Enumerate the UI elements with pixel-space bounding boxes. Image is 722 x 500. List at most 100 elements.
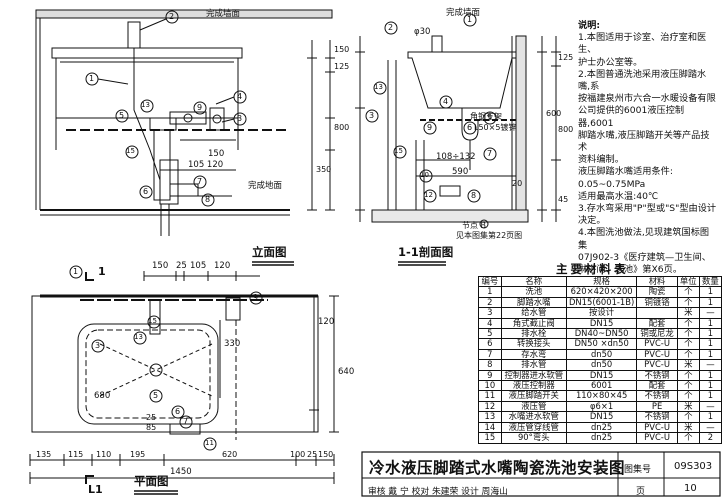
materials-title: 主要材料表 <box>556 262 629 276</box>
note-line: 4.本图洗池做法,见现建筑国标图集 <box>578 227 710 251</box>
materials-cell: 12 <box>478 400 502 413</box>
elevation-callout-15: 15 <box>126 147 135 155</box>
materials-cell: dn25 <box>565 421 638 434</box>
section-callout-5: 5 <box>487 113 493 122</box>
materials-cell: 个 <box>676 317 700 330</box>
atlas-label: 图集号 <box>624 465 652 475</box>
materials-cell: 不锈钢 <box>636 411 678 423</box>
materials-header-cell: 单位 <box>676 275 700 288</box>
plan-view-title: 平面图 <box>134 474 169 488</box>
materials-cell: 3 <box>478 307 502 319</box>
elevation-callout-4: 4 <box>237 92 243 101</box>
elevation-callout-6: 6 <box>143 187 149 196</box>
plan-dim-680: 680 <box>94 391 111 401</box>
materials-cell: 水嘴进水软管 <box>500 411 567 423</box>
materials-cell: 620×420×200 <box>565 286 638 298</box>
section-dim-right-125: 125 <box>558 53 574 62</box>
note-line: 护士办公室等。 <box>578 56 643 68</box>
materials-cell: 个 <box>676 380 700 392</box>
elevation-callout-2: 2 <box>169 12 175 21</box>
materials-cell: 米 <box>676 307 700 319</box>
materials-cell: 5 <box>478 328 502 340</box>
plan-dim-330: 330 <box>224 339 241 349</box>
section-dim-right-800: 800 <box>558 125 574 134</box>
materials-cell: 110×80×45 <box>565 390 638 402</box>
note-line: 0.05~0.75MPa <box>578 178 646 190</box>
plan-bottom-dim-620: 620 <box>222 450 238 459</box>
plan-callout-9: 9 <box>253 293 259 302</box>
plan-bottom-dim-195: 195 <box>130 450 146 459</box>
elevation-view <box>35 9 335 236</box>
atlas-number: 09S303 <box>674 461 713 472</box>
elevation-dim-right-350: 350 <box>316 165 332 174</box>
materials-cell: 1 <box>478 286 502 298</box>
section-dim-590: 590 <box>452 167 469 177</box>
plan-callout-6: 6 <box>175 407 181 416</box>
elevation-callout-3: 3 <box>237 114 243 123</box>
elevation-view-title: 立面图 <box>252 245 287 259</box>
materials-cell: DN15(6001-1B) <box>565 296 638 309</box>
materials-cell: 洗池 <box>500 286 567 298</box>
section-marker-top: 1 <box>98 265 106 278</box>
materials-cell: PVC-U <box>636 359 678 371</box>
materials-header-cell: 材料 <box>636 275 678 288</box>
section-callout-3: 3 <box>369 111 375 120</box>
materials-cell: 1 <box>698 348 722 361</box>
section-callout-8: 8 <box>471 191 477 200</box>
materials-cell: 配套 <box>636 380 678 392</box>
review-line: 审核 戴 宁 校对 朱建荣 设计 周海山 <box>368 487 508 497</box>
section-callout-13: 13 <box>374 83 383 91</box>
section-callout-9: 9 <box>427 123 433 132</box>
materials-cell: 给水管 <box>500 307 567 319</box>
section-dim-20: 20 <box>512 179 523 188</box>
materials-cell: 不锈钢 <box>636 390 678 402</box>
section-callout-4: 4 <box>443 97 449 106</box>
materials-cell: PVC-U <box>636 432 678 444</box>
view-title-underlines <box>134 261 446 495</box>
note-line: 2.本图普通洗池采用液压脚踏水嘴,系 <box>578 68 707 93</box>
materials-cell: 1 <box>698 296 722 309</box>
materials-cell: 铜镀铬 <box>636 296 678 309</box>
section-callout-12: 12 <box>424 191 433 199</box>
plan-callout-5: 5 <box>153 391 159 400</box>
materials-cell: 米 <box>676 359 700 371</box>
title-block-frame <box>361 451 721 497</box>
note-line: 液压脚踏水嘴适用条件: <box>578 166 673 178</box>
materials-cell: 4 <box>478 317 502 330</box>
elevation-finish-wall-label: 完成墙面 <box>206 9 241 19</box>
materials-cell: 1 <box>698 286 722 298</box>
section-dim-right-45: 45 <box>558 195 569 204</box>
plan-callout-1: 1 <box>73 267 79 276</box>
materials-cell: 铜或尼龙 <box>636 328 678 340</box>
elevation-callout-13: 13 <box>141 101 150 109</box>
section-callout-2: 2 <box>388 23 394 32</box>
section-phi30-label: φ30 <box>414 27 431 37</box>
materials-header-row: 编号 名称 规格 材料 单位 数量 <box>478 275 722 288</box>
materials-cell: 个 <box>676 390 700 402</box>
materials-cell: 1 <box>698 338 722 350</box>
plan-callout-3: 3 <box>95 341 101 350</box>
elevation-dim-150: 150 <box>208 149 225 159</box>
materials-cell: 陶瓷 <box>636 286 678 298</box>
elevation-callout-9: 9 <box>197 103 203 112</box>
page-number: 10 <box>684 483 697 494</box>
section-node-ref: 见本图集第22页图 <box>456 231 523 240</box>
materials-cell: 配套 <box>636 317 678 330</box>
section-callout-10: 10 <box>420 171 429 179</box>
materials-cell: 2 <box>698 432 722 444</box>
plan-total-width: 1450 <box>170 467 192 477</box>
materials-cell: — <box>698 400 722 413</box>
materials-cell: PE <box>636 400 678 413</box>
materials-cell <box>636 307 678 319</box>
materials-cell: PVC-U <box>636 348 678 361</box>
materials-cell: 10 <box>478 380 502 392</box>
materials-cell: 1 <box>698 390 722 402</box>
materials-cell: 6 <box>478 338 502 350</box>
